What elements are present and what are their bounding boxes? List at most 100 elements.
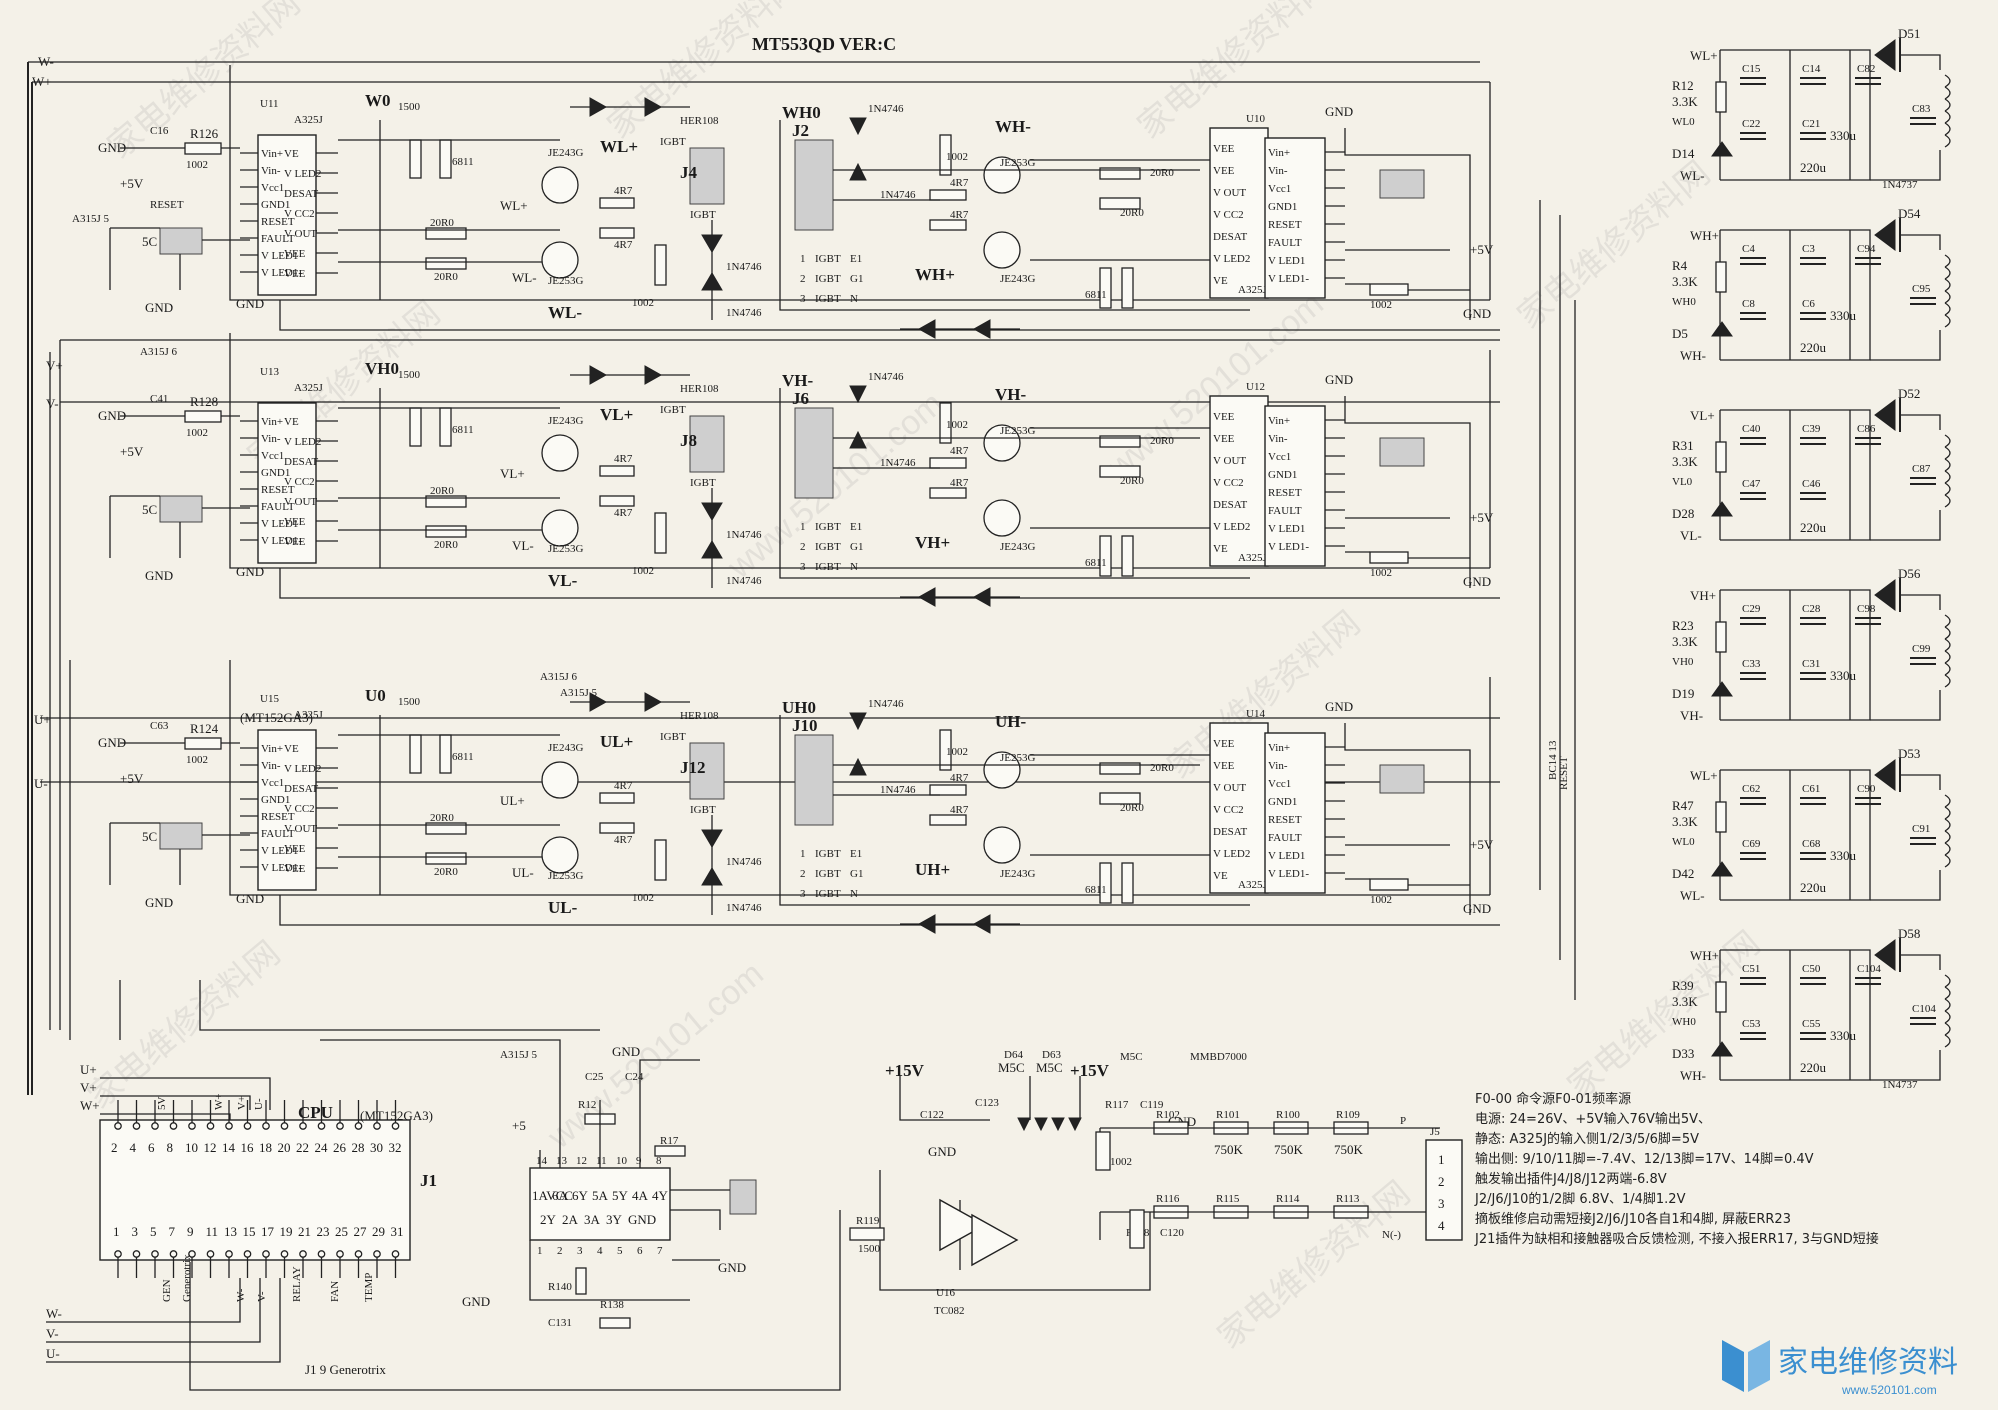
igbt-pin: IGBT bbox=[815, 541, 841, 553]
buffer-pin: 9 bbox=[636, 1155, 642, 1167]
cpu-pin-number: 22 bbox=[296, 1140, 309, 1155]
psu-hi: WH+ bbox=[1690, 948, 1719, 963]
resistor-value: 1002 bbox=[186, 427, 208, 439]
igbt-pin: G1 bbox=[850, 868, 863, 880]
buffer-pin-name: 3A bbox=[584, 1212, 601, 1227]
igbt-label: IGBT bbox=[660, 731, 686, 743]
ic-pin-label: VEE bbox=[284, 863, 306, 875]
ic-pin-label: V OUT bbox=[1213, 782, 1246, 794]
cpu-input: U- bbox=[46, 1346, 60, 1361]
igbt-pin: IGBT bbox=[815, 521, 841, 533]
igbt-pin: IGBT bbox=[815, 293, 841, 305]
out-driver-type: A325J bbox=[1238, 879, 1267, 891]
cpu-net: U- bbox=[253, 1098, 265, 1110]
resistor-value: 6811 bbox=[452, 424, 474, 436]
tco82-label: TC082 bbox=[934, 1305, 965, 1317]
ic-pin-label: VE bbox=[284, 743, 299, 755]
cpu-pin-number: 15 bbox=[243, 1224, 256, 1239]
note-line: 输出侧: 9/10/11脚=-7.4V、12/13脚=17V、14脚=0.4V bbox=[1475, 1151, 1814, 1167]
resistor-value: 20R0 bbox=[1150, 435, 1174, 447]
cpu-pin-number: 23 bbox=[317, 1224, 330, 1239]
watermark-text: www.520101.com bbox=[540, 955, 771, 1157]
resistor-value: 1002 bbox=[946, 419, 968, 431]
psu-resistor-value: 3.3K bbox=[1672, 454, 1698, 469]
cpu-pin-number: 31 bbox=[391, 1224, 404, 1239]
transistor-type: JE243G bbox=[548, 147, 584, 159]
igbt-pin: G1 bbox=[850, 541, 863, 553]
cpu-input: W- bbox=[46, 1306, 62, 1321]
psu-resistor: R39 bbox=[1672, 978, 1694, 993]
cpu-pin-number: 19 bbox=[280, 1224, 293, 1239]
plus5v-label: +5V bbox=[120, 444, 144, 459]
note-line: 电源: 24=26V、+5V输入76V输出5V、 bbox=[1475, 1111, 1711, 1127]
driver-ic bbox=[257, 134, 317, 296]
ic-pin-label: V LED1- bbox=[1268, 868, 1309, 880]
fb-resistor: R116 bbox=[1156, 1193, 1180, 1205]
igbt-connector: J12 bbox=[680, 758, 706, 777]
ic-pin-label: GND1 bbox=[1268, 469, 1297, 481]
cpu-pin-number: 14 bbox=[222, 1140, 236, 1155]
input-resistor: R126 bbox=[190, 126, 219, 141]
ic-pin-label: VEE bbox=[1213, 433, 1235, 445]
resistor-value: 6811 bbox=[1085, 289, 1107, 301]
ic-pin-label: Vcc1 bbox=[261, 182, 284, 194]
psu-cap: C90 bbox=[1857, 783, 1876, 795]
igbt-pin: 3 bbox=[800, 888, 806, 900]
ic-pin-label: VEE bbox=[1213, 738, 1235, 750]
gnd-label: GND bbox=[1463, 306, 1491, 321]
cpu-input: V+ bbox=[80, 1080, 97, 1095]
resistor-value: 1002 bbox=[632, 892, 654, 904]
transistor-type: JE253G bbox=[548, 543, 584, 555]
gnd-label: GND bbox=[1463, 901, 1491, 916]
ic-pin-label: Vin- bbox=[1268, 433, 1288, 445]
psu-diode: D58 bbox=[1898, 926, 1920, 941]
isolation-ic bbox=[1264, 405, 1326, 567]
transistor-type: JE243G bbox=[1000, 273, 1036, 285]
resistor-value: 1002 bbox=[1370, 567, 1392, 579]
zener-type: 1N4746 bbox=[726, 856, 762, 868]
transistor-type: JE243G bbox=[548, 742, 584, 754]
cpu-pin-number: 25 bbox=[335, 1224, 348, 1239]
net-lo-neg: UL- bbox=[548, 898, 578, 917]
psu-cap: C61 bbox=[1802, 783, 1820, 795]
diode-type: HER108 bbox=[680, 115, 719, 127]
ic-pin-label: V LED2 bbox=[1213, 848, 1250, 860]
watermark-text: www.520101.com bbox=[720, 385, 951, 587]
label-5c: 5C bbox=[142, 502, 157, 517]
psu-hi: VL+ bbox=[1690, 408, 1715, 423]
net-lo-pos: UL+ bbox=[500, 793, 525, 808]
psu-cap: C14 bbox=[1802, 63, 1821, 75]
input-capacitor: C16 bbox=[150, 125, 169, 137]
psu-cap-value: 220u bbox=[1800, 520, 1827, 535]
resistor-value: 4R7 bbox=[950, 772, 969, 784]
buffer-pin: 10 bbox=[616, 1155, 628, 1167]
ic-pin-label: FAULT bbox=[261, 501, 295, 513]
j5-pin: 2 bbox=[1438, 1174, 1445, 1189]
part-label: R138 bbox=[600, 1299, 624, 1311]
fb-resistor: R115 bbox=[1216, 1193, 1240, 1205]
ic-pin-label: DESAT bbox=[1213, 499, 1248, 511]
diode-type: HER108 bbox=[680, 383, 719, 395]
ic-pin-label: VEE bbox=[284, 843, 306, 855]
psu-cap-value: 220u bbox=[1800, 880, 1827, 895]
psu-cap: C99 bbox=[1912, 643, 1931, 655]
ic-pin-label: VE bbox=[284, 148, 299, 160]
psu-resistor-value: 3.3K bbox=[1672, 274, 1698, 289]
ic-pin-label: VEE bbox=[284, 248, 306, 260]
ic-pin-label: Vin+ bbox=[261, 148, 283, 160]
resistor-value: 4R7 bbox=[614, 834, 633, 846]
ic-pin-label: FAULT bbox=[1268, 832, 1302, 844]
isolation-ic bbox=[1264, 732, 1326, 894]
ic-pin-label: DESAT bbox=[284, 783, 319, 795]
cpu-net: Generotrix bbox=[181, 1254, 193, 1302]
psu-net: WH0 bbox=[1672, 296, 1696, 308]
buffer-pin: 5 bbox=[617, 1245, 623, 1257]
psu-cap-value: 220u bbox=[1800, 160, 1827, 175]
psu-resistor: R47 bbox=[1672, 798, 1694, 813]
psu-cap: C95 bbox=[1912, 283, 1931, 295]
m5c-label: M5C bbox=[1036, 1060, 1063, 1075]
ic-pin-label: V CC2 bbox=[284, 803, 315, 815]
ic-pin-label: V OUT bbox=[284, 496, 317, 508]
